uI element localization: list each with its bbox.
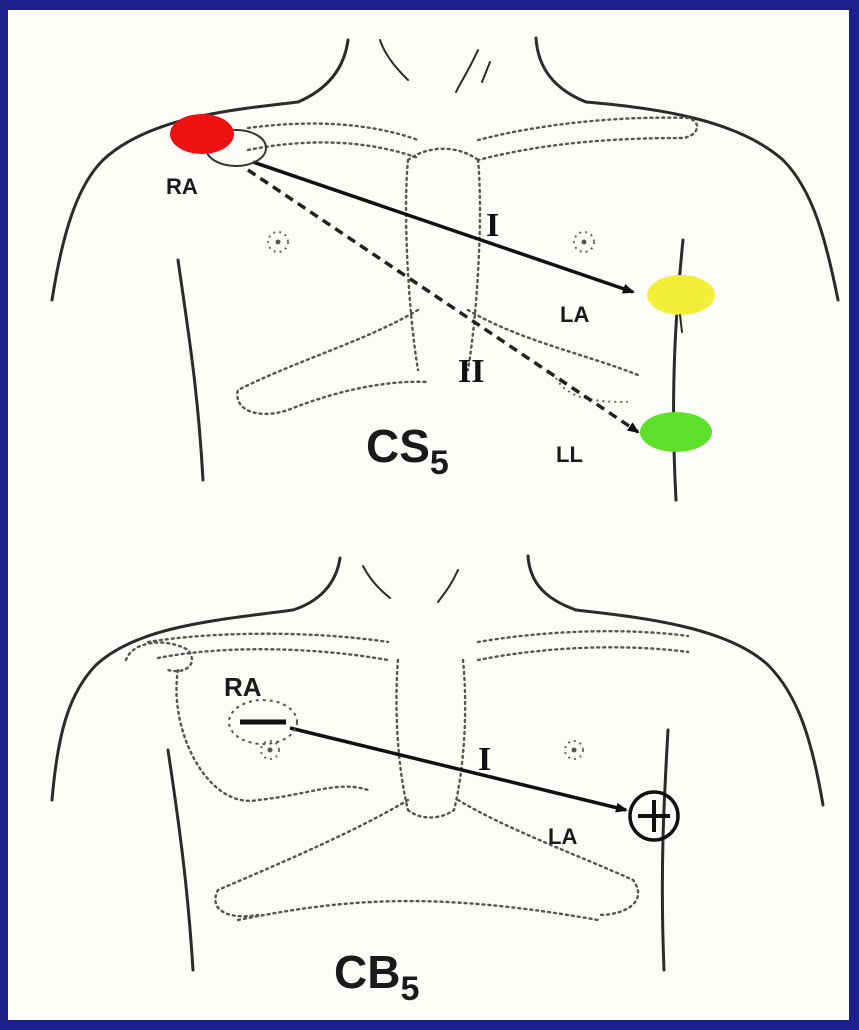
ecg-lead-placement-diagram: RA LA LL I II CS5 [8, 10, 849, 1020]
lead-ii-arrow-top [248, 170, 638, 432]
bottom-panel-cb5: RA LA I CB5 [52, 556, 823, 1008]
caption-cs5-main: CS [366, 420, 430, 472]
caption-cs5-sub: 5 [430, 444, 449, 482]
electrode-ra-top: RA [166, 114, 266, 199]
la-color-dot [647, 275, 715, 315]
ra-label-bottom: RA [224, 672, 262, 702]
electrode-ra-bottom-negative: RA [224, 672, 297, 744]
lead-i-label-top: I [486, 207, 499, 244]
ra-label-top: RA [166, 174, 198, 199]
torso-outline-top [52, 38, 838, 500]
caption-cb5-main: CB [334, 946, 400, 998]
electrode-ll-top: LL [556, 412, 712, 467]
electrode-la-bottom-positive: LA [548, 792, 678, 849]
top-panel-cs5: RA LA LL I II CS5 [52, 38, 838, 500]
ll-color-dot [640, 412, 712, 452]
lead-ii-label-top: II [458, 353, 484, 390]
lead-i-label-bottom: I [478, 741, 491, 778]
diagram-frame: RA LA LL I II CS5 [8, 10, 849, 1020]
lead-i-arrow-top [253, 162, 633, 292]
la-label-top: LA [560, 302, 589, 327]
caption-cs5: CS5 [366, 420, 449, 482]
caption-cb5: CB5 [334, 946, 419, 1008]
electrode-la-top: LA [560, 275, 715, 332]
ll-label-top: LL [556, 442, 583, 467]
caption-cb5-sub: 5 [400, 970, 419, 1008]
la-label-bottom: LA [548, 824, 577, 849]
skeleton-dotted-bottom [126, 631, 688, 920]
ra-color-dot [170, 114, 234, 154]
